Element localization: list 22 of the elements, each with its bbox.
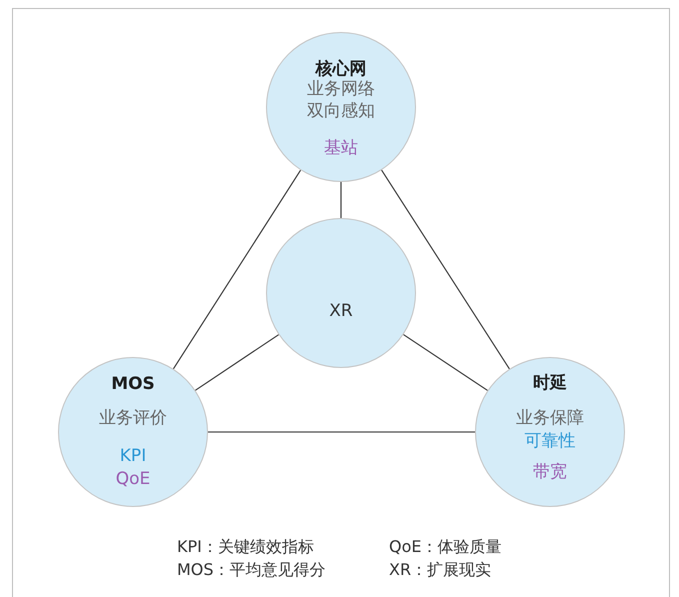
node-text: 可靠性: [524, 431, 576, 451]
node-text: 业务评价: [99, 408, 167, 428]
node-text: QoE: [116, 469, 150, 489]
node-title: XR: [329, 301, 353, 321]
node-text: 业务网络: [307, 79, 375, 99]
abbreviation-note: KPI：关键绩效指标: [177, 537, 314, 557]
connector-line: [381, 170, 510, 370]
node-title: MOS: [111, 374, 155, 394]
node-title: 时延: [533, 373, 567, 393]
abbreviation-note: MOS：平均意见得分: [177, 560, 326, 580]
node-title: 核心网: [316, 59, 366, 79]
node-text: 双向感知: [307, 101, 375, 121]
node-text: 基站: [324, 138, 358, 158]
node-text: KPI: [120, 446, 146, 466]
abbreviation-note: QoE：体验质量: [389, 537, 502, 557]
node-text: 业务保障: [516, 408, 584, 428]
connector-line: [208, 431, 475, 433]
connector-line: [403, 334, 488, 391]
connector-line: [340, 182, 342, 218]
abbreviation-note: XR：扩展现实: [389, 560, 492, 580]
connector-line: [172, 170, 302, 370]
node-text: 带宽: [533, 462, 567, 482]
